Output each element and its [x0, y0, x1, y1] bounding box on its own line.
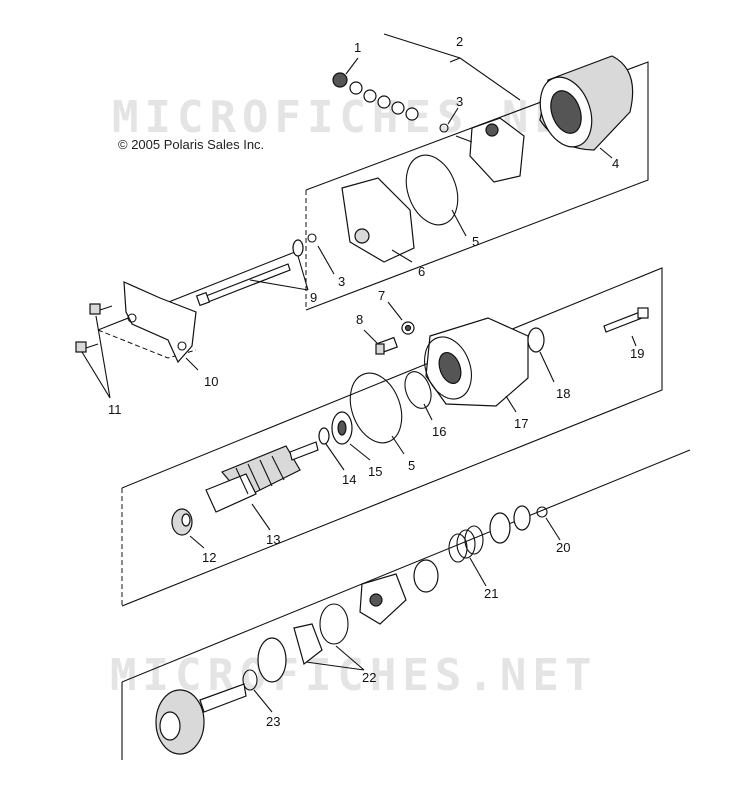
callout-20: 20	[556, 540, 570, 555]
part-4-yoke	[539, 55, 634, 151]
part-14-seal	[318, 427, 330, 445]
callout-5-middle: 5	[408, 458, 415, 473]
callout-14: 14	[342, 472, 356, 487]
callout-11: 11	[108, 402, 122, 417]
leader-lines	[81, 33, 637, 713]
callout-22: 22	[362, 670, 376, 685]
callout-12: 12	[202, 550, 216, 565]
frame-bottom-group	[121, 449, 691, 760]
part-21-spring-set	[413, 512, 511, 593]
part-17-front-housing	[424, 317, 529, 407]
callout-10: 10	[204, 374, 218, 389]
part-22-rings	[257, 603, 349, 683]
part-6-end-cover	[341, 177, 415, 263]
copyright-notice: © 2005 Polaris Sales Inc.	[118, 137, 265, 152]
callout-3-lower: 3	[338, 274, 345, 289]
part-19-bolt	[603, 307, 649, 333]
part-8-bolt	[375, 336, 398, 355]
callout-6: 6	[418, 264, 425, 279]
part-10-bracket	[123, 281, 197, 364]
callout-4: 4	[612, 156, 619, 171]
part-3-oring-lower	[307, 233, 317, 243]
brush-holder	[455, 117, 525, 183]
callout-7: 7	[378, 288, 385, 303]
callout-21: 21	[484, 586, 498, 601]
part-13-armature	[205, 441, 319, 513]
part-12-bushing	[171, 508, 193, 536]
frame-middle-group	[121, 267, 663, 607]
callout-15: 15	[368, 464, 382, 479]
part-23-clip	[242, 669, 258, 691]
part-11-bolts	[75, 303, 113, 353]
callout-1: 1	[354, 40, 361, 55]
callout-labels: 1 2 3 4 5 6 3 9 10 11 7 8 19 18 17 16 5 …	[108, 34, 644, 729]
callout-3-top: 3	[456, 94, 463, 109]
part-5-oring-top	[405, 154, 459, 226]
part-5-oring-middle	[349, 372, 403, 444]
clutch-pinion	[359, 573, 407, 625]
part-7-washer	[401, 321, 415, 335]
callout-9: 9	[310, 290, 317, 305]
part-20-clip	[513, 505, 548, 531]
callout-23: 23	[266, 714, 280, 729]
callout-17: 17	[514, 416, 528, 431]
drive-gear-shaft	[155, 683, 247, 755]
callout-19: 19	[630, 346, 644, 361]
callout-5-top: 5	[472, 234, 479, 249]
part-16-oring	[404, 371, 432, 409]
callout-18: 18	[556, 386, 570, 401]
callout-16: 16	[432, 424, 446, 439]
part-3-oring-top	[439, 123, 449, 133]
part-1-washers	[332, 72, 419, 121]
callout-2: 2	[456, 34, 463, 49]
part-18-washer	[527, 327, 545, 353]
part-15-bearing	[331, 411, 353, 445]
callout-13: 13	[266, 532, 280, 547]
part-9-through-bolt	[195, 239, 304, 307]
callout-8: 8	[356, 312, 363, 327]
